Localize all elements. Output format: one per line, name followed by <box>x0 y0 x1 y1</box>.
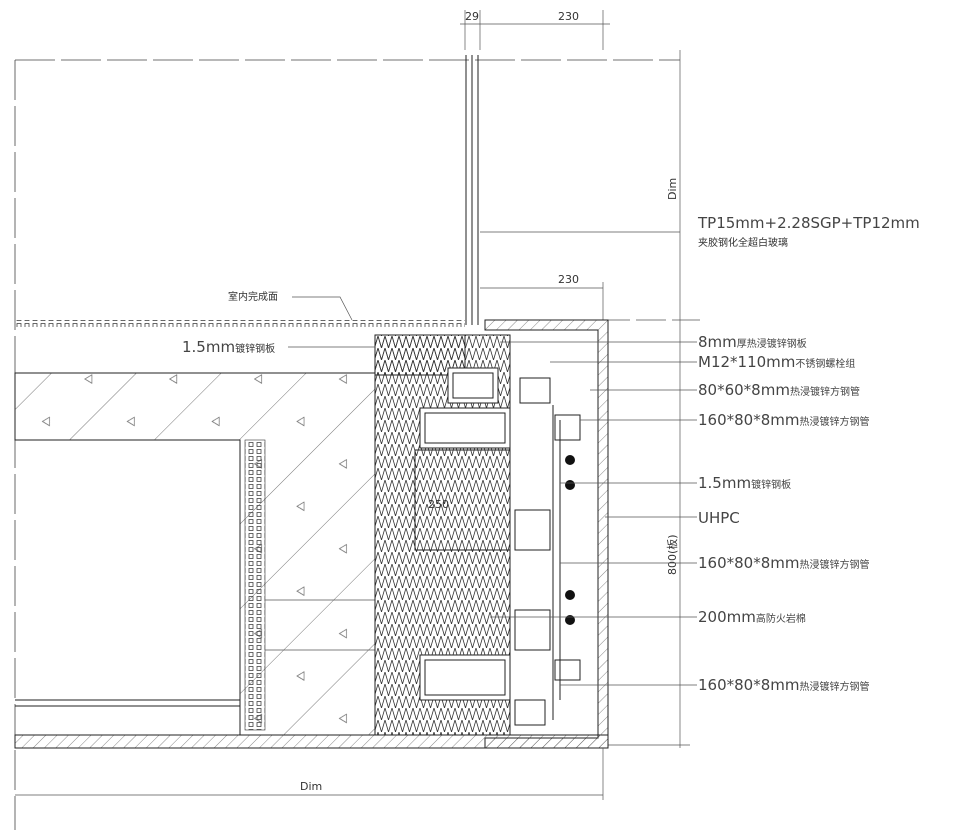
uhpc-panel <box>484 319 609 749</box>
floor-finish-band <box>15 320 465 327</box>
floor-finish-label: 室内完成面 <box>228 290 278 303</box>
callout-list: 8mm厚热浸镀锌钢板 M12*110mm不锈钢螺栓组 80*60*8mm热浸镀锌… <box>490 333 869 694</box>
callout-5: 1.5mm镀锌钢板 <box>698 474 791 492</box>
right-dimension: Dim 800(板) <box>600 50 700 748</box>
callout-1: 8mm厚热浸镀锌钢板 <box>698 333 807 351</box>
left-plate-size: 1.5mm镀锌钢板 <box>182 338 275 356</box>
callout-6: UHPC <box>698 509 740 527</box>
steel-tubes <box>414 367 581 726</box>
callout-8: 200mm高防火岩棉 <box>698 608 806 626</box>
callout-9: 160*80*8mm热浸镀锌方钢管 <box>698 676 869 694</box>
callout-7: 160*80*8mm热浸镀锌方钢管 <box>698 554 869 572</box>
callout-2: M12*110mm不锈钢螺栓组 <box>698 353 855 371</box>
dim-230-top: 230 <box>558 10 579 23</box>
glass-pane <box>465 55 479 325</box>
glass-desc-label: 夹胶钢化全超白玻璃 <box>698 236 788 249</box>
top-dimension: 29 230 <box>460 10 610 50</box>
dim-right-total: Dim <box>666 178 679 200</box>
concrete-slab <box>14 372 376 736</box>
glass-spec-label: TP15mm+2.28SGP+TP12mm <box>697 214 920 232</box>
callout-3: 80*60*8mm热浸镀锌方钢管 <box>698 381 860 399</box>
dim-230-glass: 230 <box>558 273 579 286</box>
bolts <box>565 455 575 625</box>
dim-250: 250 <box>428 498 449 511</box>
dim-panel-height: 800(板) <box>665 534 679 575</box>
callout-4: 160*80*8mm热浸镀锌方钢管 <box>698 411 869 429</box>
dim-bottom-total: Dim <box>300 780 322 793</box>
dim-29: 29 <box>465 10 479 23</box>
